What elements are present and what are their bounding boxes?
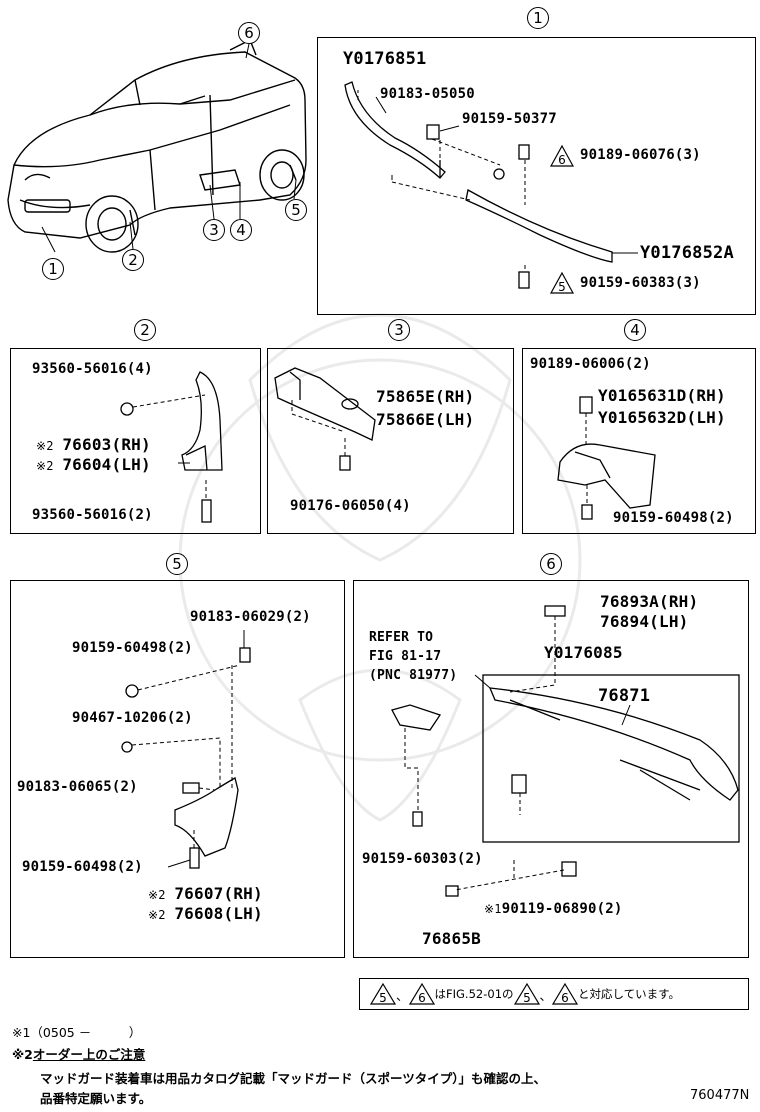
section-5-box bbox=[10, 580, 345, 958]
footnote-1: ※1（0505 － ） bbox=[12, 1025, 142, 1040]
section-2-number: 2 bbox=[134, 319, 156, 341]
part-label: 90159-60498(2) bbox=[22, 859, 143, 875]
part-label: 90183-05050 bbox=[380, 86, 475, 102]
part-label: Y0165631D(RH) bbox=[598, 386, 726, 405]
part-label: 90159-60303(2) bbox=[362, 851, 483, 867]
footnote-2-title: オーダー上のご注意 bbox=[32, 1047, 146, 1062]
part-label: 76894(LH) bbox=[600, 612, 689, 631]
section-4-box bbox=[522, 348, 756, 534]
part-label: 90183-06065(2) bbox=[17, 779, 138, 795]
note-text: はFIG.52-01の bbox=[434, 987, 514, 1001]
car-callout-3: 3 bbox=[203, 219, 225, 241]
mark-1: ※190119-06890(2) bbox=[484, 901, 623, 917]
svg-text:6: 6 bbox=[558, 153, 566, 167]
part-label: 76865B bbox=[422, 929, 481, 948]
part-label: 90159-50377 bbox=[462, 111, 557, 127]
note-text: 、 bbox=[396, 987, 409, 1003]
section-5-number: 5 bbox=[166, 553, 188, 575]
car-callout-5: 5 bbox=[285, 199, 307, 221]
mark-2-text: ※2 bbox=[36, 459, 54, 473]
part-label: 90467-10206(2) bbox=[72, 710, 193, 726]
refer-text: REFER TO bbox=[369, 630, 434, 645]
part-label: 76604(LH) bbox=[62, 455, 151, 474]
refer-text: FIG 81-17 bbox=[369, 649, 442, 664]
car-callout-6: 6 bbox=[238, 22, 260, 44]
part-label: 75865E(RH) bbox=[376, 387, 475, 406]
part-label: 76608(LH) bbox=[174, 904, 263, 923]
section-1-box bbox=[317, 37, 756, 315]
section-3-box bbox=[267, 348, 514, 534]
mark-1-text: ※1 bbox=[484, 902, 502, 916]
footnote-2-heading: ※2オーダー上のご注意 bbox=[12, 1044, 145, 1063]
svg-text:6: 6 bbox=[561, 991, 569, 1005]
svg-text:5: 5 bbox=[523, 991, 531, 1005]
part-label: 90183-06029(2) bbox=[190, 609, 311, 625]
part-label: Y0165632D(LH) bbox=[598, 408, 726, 427]
car-callout-4: 4 bbox=[230, 219, 252, 241]
svg-text:5: 5 bbox=[558, 280, 566, 294]
figure-id: 760477N bbox=[690, 1088, 750, 1103]
note-text: 、 bbox=[539, 987, 553, 1003]
note-content: 5 、 6 はFIG.52-01の 5 、 6 と対応しています。 bbox=[370, 983, 680, 1005]
svg-text:5: 5 bbox=[379, 991, 387, 1005]
car-callout-1: 1 bbox=[42, 258, 64, 280]
part-label: 90159-60498(2) bbox=[613, 510, 734, 526]
car-callout-2: 2 bbox=[122, 249, 144, 271]
section-6-number: 6 bbox=[540, 553, 562, 575]
part-label: 76871 bbox=[598, 686, 651, 706]
part-label: 76893A(RH) bbox=[600, 592, 699, 611]
part-label: 90159-60498(2) bbox=[72, 640, 193, 656]
mark-2-text: ※2 bbox=[12, 1047, 33, 1062]
mark-2: ※2 76607(RH) bbox=[148, 884, 263, 903]
note-text: と対応しています。 bbox=[578, 987, 681, 1001]
footnote-2-line1: マッドガード装着車は用品カタログ記載「マッドガード（スポーツタイプ）」も確認の上… bbox=[40, 1071, 547, 1086]
part-label: 93560-56016(2) bbox=[32, 507, 153, 523]
part-label: 90176-06050(4) bbox=[290, 498, 411, 514]
section-4-number: 4 bbox=[624, 319, 646, 341]
part-label: 90159-60383(3) bbox=[580, 275, 701, 291]
svg-text:6: 6 bbox=[418, 991, 426, 1005]
part-label: 93560-56016(4) bbox=[32, 361, 153, 377]
part-label: 75866E(LH) bbox=[376, 410, 475, 429]
note-box bbox=[359, 978, 749, 1010]
mark-2-text: ※2 bbox=[36, 439, 54, 453]
part-label: 76607(RH) bbox=[174, 884, 263, 903]
mark-2: ※2 76604(LH) bbox=[36, 455, 151, 474]
part-label: 90119-06890(2) bbox=[501, 901, 623, 917]
part-label: 76603(RH) bbox=[62, 435, 151, 454]
footnote-2-line2: 品番特定願います。 bbox=[40, 1091, 152, 1106]
part-label: 90189-06076(3) bbox=[580, 147, 701, 163]
refer-text: (PNC 81977) bbox=[369, 668, 458, 683]
mark-2: ※2 76603(RH) bbox=[36, 435, 151, 454]
part-label: Y0176852A bbox=[640, 243, 734, 263]
car-drawing bbox=[7, 39, 307, 253]
section-3-number: 3 bbox=[388, 319, 410, 341]
mark-2-text: ※2 bbox=[148, 908, 166, 922]
section-1-number: 1 bbox=[527, 7, 549, 29]
part-label: 90189-06006(2) bbox=[530, 356, 651, 372]
part-label: Y0176851 bbox=[343, 49, 427, 69]
mark-2-text: ※2 bbox=[148, 888, 166, 902]
section-6-box bbox=[353, 580, 749, 958]
section-2-box bbox=[10, 348, 261, 534]
mark-2: ※2 76608(LH) bbox=[148, 904, 263, 923]
part-label: Y0176085 bbox=[544, 643, 623, 662]
